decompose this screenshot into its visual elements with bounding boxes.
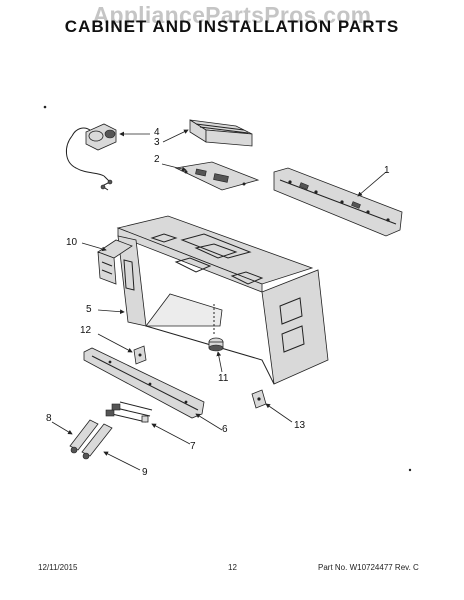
vent-plate-part [174, 161, 260, 191]
page-title: CABINET AND INSTALLATION PARTS [64, 17, 400, 36]
callout-8: 8 [46, 413, 52, 424]
small-bracket-part [133, 345, 147, 365]
callout-5: 5 [86, 304, 92, 315]
callout-10: 10 [66, 237, 78, 248]
grille-bracket-part [97, 239, 133, 285]
callout-4: 4 [154, 127, 160, 138]
foot-grommet-part [208, 304, 224, 352]
callout-6: 6 [222, 424, 228, 435]
mounting-bolts-part [105, 401, 153, 423]
damper-door-part [189, 119, 253, 147]
watermark: AppliancePartsPros.com [92, 2, 372, 28]
cabinet-wrapper-part [116, 215, 329, 385]
callout-9: 9 [142, 467, 148, 478]
callout-3: 3 [154, 137, 160, 148]
footer-part-number: Part No. W10724477 Rev. C [318, 563, 419, 572]
top-mounting-plate-part [273, 167, 403, 237]
small-plate-part [251, 389, 267, 409]
callout-1: 1 [384, 165, 390, 176]
footer-page-number: 12 [228, 563, 237, 572]
callout-12: 12 [80, 325, 92, 336]
callout-13: 13 [294, 420, 306, 431]
reference-dot [408, 468, 412, 472]
footer-date: 12/11/2015 [38, 563, 78, 572]
reference-dot [43, 105, 47, 109]
toggle-bolts-part [69, 419, 113, 460]
callout-11: 11 [218, 373, 229, 384]
damper-motor-assembly-part [66, 123, 117, 191]
callout-7: 7 [190, 441, 196, 452]
lower-rail-part [83, 347, 205, 419]
callout-2: 2 [154, 154, 160, 165]
